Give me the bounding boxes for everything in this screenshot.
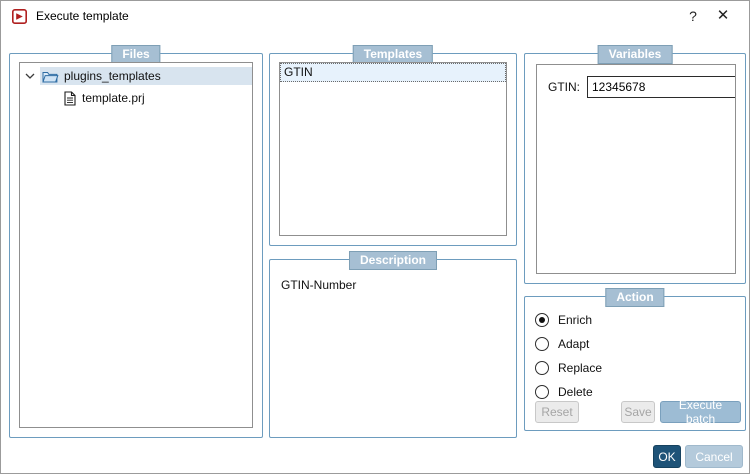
radio-icon[interactable]: [535, 313, 549, 327]
variable-label: GTIN:: [548, 80, 580, 94]
files-tree[interactable]: plugins_templates template.prj: [19, 62, 253, 428]
help-button[interactable]: ?: [689, 8, 697, 24]
radio-label: Enrich: [558, 313, 593, 327]
action-group: Action Enrich Adapt Replace Delete Reset…: [524, 288, 746, 431]
tree-item-file[interactable]: template.prj: [20, 89, 252, 107]
radio-label: Adapt: [558, 337, 590, 351]
folder-open-icon: [42, 70, 59, 83]
variables-group-label: Variables: [597, 45, 673, 64]
radio-option-replace[interactable]: Replace: [535, 361, 735, 375]
reset-button[interactable]: Reset: [535, 401, 579, 423]
description-group-label: Description: [348, 251, 438, 270]
files-group-label: Files: [111, 45, 161, 64]
execute-batch-button[interactable]: Execute batch: [660, 398, 741, 426]
template-list-item[interactable]: GTIN: [280, 63, 506, 82]
cancel-button[interactable]: Cancel: [685, 445, 743, 468]
action-group-label: Action: [605, 288, 665, 307]
radio-label: Delete: [558, 385, 593, 399]
description-text: GTIN-Number: [281, 278, 357, 292]
ok-button[interactable]: OK: [653, 445, 681, 468]
gtin-spinbox: [587, 76, 735, 98]
chevron-down-icon[interactable]: [20, 73, 40, 80]
templates-group: Templates GTIN: [269, 45, 517, 246]
radio-icon[interactable]: [535, 361, 549, 375]
radio-option-delete[interactable]: Delete: [535, 385, 735, 399]
variables-group: Variables GTIN:: [524, 45, 746, 284]
variable-row: GTIN:: [548, 76, 735, 98]
variables-box: GTIN:: [536, 64, 736, 274]
radio-option-enrich[interactable]: Enrich: [535, 313, 735, 327]
action-options: Enrich Adapt Replace Delete: [535, 313, 735, 409]
templates-list[interactable]: GTIN: [279, 62, 507, 236]
window-title: Execute template: [36, 9, 129, 23]
close-icon[interactable]: ✕: [716, 7, 730, 24]
files-group: Files plugins_templates: [9, 45, 263, 438]
tree-selection-highlight[interactable]: plugins_templates: [40, 67, 252, 85]
radio-icon[interactable]: [535, 385, 549, 399]
radio-option-adapt[interactable]: Adapt: [535, 337, 735, 351]
radio-label: Replace: [558, 361, 603, 375]
titlebar: Execute template ? ✕: [1, 1, 749, 31]
tree-item-folder[interactable]: plugins_templates: [20, 67, 252, 85]
radio-icon[interactable]: [535, 337, 549, 351]
description-group: Description GTIN-Number: [269, 251, 517, 438]
tree-item-label: plugins_templates: [64, 69, 161, 83]
app-icon: [12, 8, 27, 24]
save-button[interactable]: Save: [621, 401, 655, 423]
document-icon: [64, 90, 76, 106]
gtin-input[interactable]: [588, 77, 735, 97]
tree-item-label: template.prj: [82, 91, 145, 105]
action-buttons: Reset Save Execute batch: [525, 398, 745, 426]
